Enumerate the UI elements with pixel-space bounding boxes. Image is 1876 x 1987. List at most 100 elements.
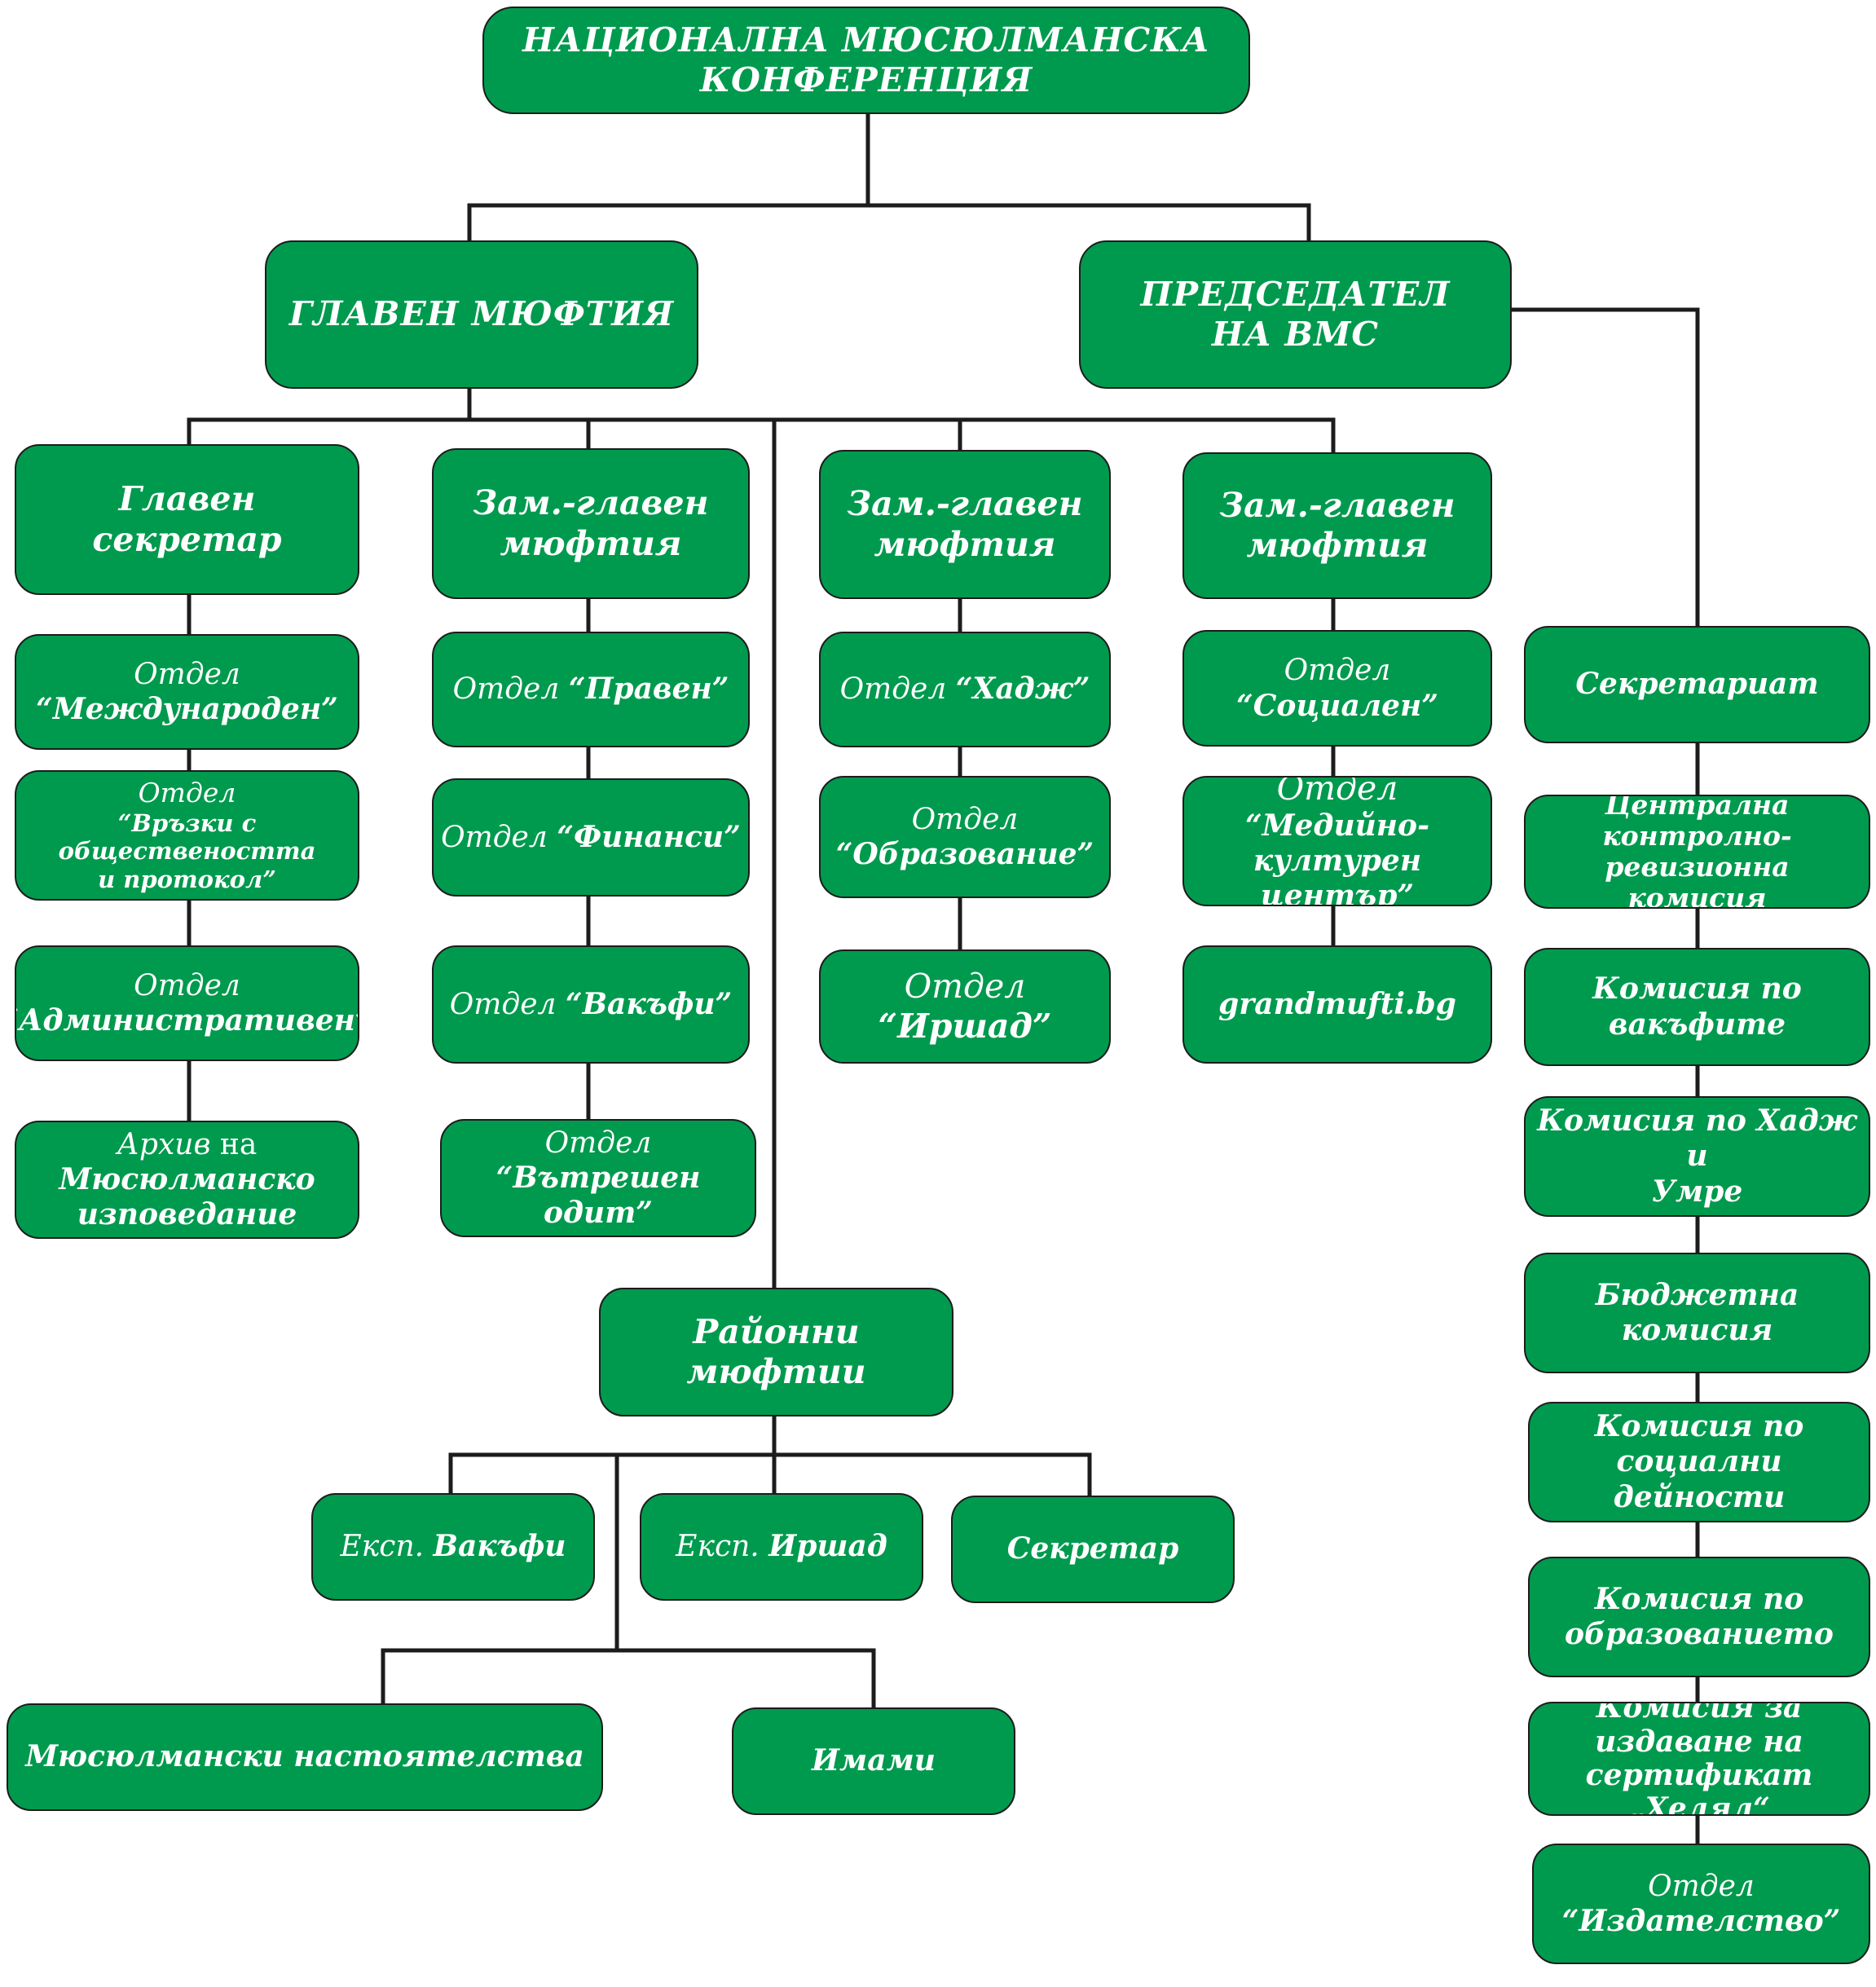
node-secretariat: Секретариат <box>1524 626 1870 743</box>
node-deputy-mufti-2-line2: мюфтия <box>874 524 1056 564</box>
node-dept-hajj-line1: Отдел “Хадж” <box>840 672 1090 707</box>
node-archive-word-archive: Архив <box>117 1127 211 1161</box>
node-dept-administrative-line1: Отдел <box>134 968 240 1002</box>
node-dept-administrative-line2: “Административен” <box>15 1003 359 1038</box>
node-dept-administrative: Отдел “Административен” <box>15 945 359 1061</box>
node-dept-finance: Отдел “Финанси” <box>432 778 750 897</box>
node-grand-mufti-office-line1: ГЛАВЕН МЮФТИЯ <box>288 294 675 334</box>
connector-chairman-right <box>1509 307 1700 628</box>
node-website-line1: grandmufti.bg <box>1218 986 1456 1021</box>
node-archive-line3: изповедание <box>77 1197 297 1232</box>
node-dept-publishing-line2: “Издателство” <box>1561 1904 1841 1938</box>
node-expert-irshad-line1: Експ. Иршад <box>676 1529 887 1564</box>
node-central-audit-commission-line1: Централна <box>1605 795 1790 822</box>
node-dept-finance-line1: Отдел “Финанси” <box>441 820 741 855</box>
node-dept-social: Отдел “Социален” <box>1182 630 1492 747</box>
node-commission-social: Комисия по социални дейности <box>1528 1402 1870 1522</box>
node-central-audit-commission: Централна контролно- ревизионна комисия <box>1524 795 1870 909</box>
node-commission-budget-line1: Бюджетна комисия <box>1595 1277 1799 1347</box>
node-commission-education-line1: Комисия по <box>1594 1581 1804 1616</box>
node-chairman-line1: ПРЕДСЕДАТЕЛ <box>1140 274 1451 314</box>
node-archive-line2: Мюсюлманско <box>59 1161 315 1196</box>
node-archive-word-of: на <box>210 1127 258 1161</box>
node-commission-hajj-umrah: Комисия по Хадж и Умре <box>1524 1096 1870 1217</box>
node-imams: Имами <box>732 1707 1015 1815</box>
node-secretary: Секретар <box>951 1496 1235 1603</box>
node-dept-international-line1: Отдел <box>134 657 240 691</box>
node-archive: Архив на Мюсюлманско изповедание <box>15 1121 359 1239</box>
node-commission-social-line1: Комисия по социални <box>1594 1409 1804 1479</box>
node-dept-waqf-line1: Отдел “Вакъфи” <box>450 987 733 1022</box>
node-dept-irshad: Отдел “Иршад” <box>819 949 1111 1064</box>
node-commission-halal-line3: сертификат „Хелял“ <box>1585 1758 1813 1816</box>
node-dept-internal-audit-line2: “Вътрешен одит” <box>495 1160 701 1231</box>
node-expert-waqf-name: Вакъфи <box>433 1529 566 1564</box>
node-deputy-mufti-2: Зам.-главен мюфтия <box>819 450 1111 599</box>
node-dept-international: Отдел “Международен” <box>15 634 359 750</box>
node-deputy-mufti-1: Зам.-главен мюфтия <box>432 448 750 599</box>
node-commission-hajj-umrah-line1: Комисия по Хадж и <box>1537 1104 1857 1174</box>
node-dept-waqf-name: “Вакъфи” <box>565 986 733 1021</box>
node-deputy-mufti-1-line1: Зам.-главен <box>473 483 709 523</box>
node-dept-education-line2: “Образование” <box>835 837 1094 871</box>
node-dept-hajj-name: “Хадж” <box>955 672 1090 707</box>
node-expert-waqf: Експ. Вакъфи <box>311 1493 595 1601</box>
node-central-audit-commission-line3: ревизионна комисия <box>1605 851 1790 909</box>
node-dept-public-relations-line3: и протокол” <box>98 866 276 894</box>
node-chief-secretary: Главен секретар <box>15 444 359 595</box>
node-dept-public-relations-line2: “Връзки с обществеността <box>58 808 316 866</box>
node-commission-budget: Бюджетна комисия <box>1524 1253 1870 1373</box>
node-dept-irshad-name: “Иршад” <box>878 1007 1052 1046</box>
node-dept-publishing: Отдел “Издателство” <box>1532 1844 1870 1964</box>
node-dept-internal-audit: Отдел “Вътрешен одит” <box>440 1119 756 1237</box>
node-expert-waqf-line1: Експ. Вакъфи <box>341 1529 566 1564</box>
node-dept-waqf-prefix: Отдел <box>449 987 566 1021</box>
node-dept-internal-audit-line1: Отдел <box>544 1126 652 1160</box>
node-conference-line2: КОНФЕРЕНЦИЯ <box>699 60 1033 99</box>
node-muslim-boards: Мюсюлмански настоятелства <box>7 1703 603 1811</box>
node-conference-line1: НАЦИОНАЛНА МЮСЮЛМАНСКА <box>522 20 1210 59</box>
node-dept-legal-line1: Отдел “Правен” <box>453 672 729 707</box>
node-expert-irshad: Експ. Иршад <box>640 1493 923 1601</box>
node-dept-international-line2: “Международен” <box>36 692 338 726</box>
node-dept-education: Отдел “Образование” <box>819 776 1111 898</box>
node-commission-education: Комисия по образованието <box>1528 1557 1870 1677</box>
node-dept-publishing-line1: Отдел <box>1648 1869 1755 1903</box>
node-commission-halal-line2: издаване на <box>1595 1724 1803 1759</box>
node-dept-social-prefix: Отдел <box>1284 654 1391 688</box>
node-commission-social-line2: дейности <box>1613 1479 1786 1514</box>
node-chief-secretary-line1: Главен <box>118 479 256 519</box>
node-chief-secretary-line2: секретар <box>92 519 282 559</box>
node-website: grandmufti.bg <box>1182 945 1492 1064</box>
node-chairman: ПРЕДСЕДАТЕЛ НА ВМС <box>1079 240 1512 389</box>
node-dept-finance-prefix: Отдел <box>441 820 557 854</box>
node-dept-irshad-line1: Отдел “Иршад” <box>827 967 1103 1046</box>
node-commission-halal: Комисия за издаване на сертификат „Хелял… <box>1528 1702 1870 1816</box>
node-deputy-mufti-3: Зам.-главен мюфтия <box>1182 452 1492 599</box>
node-dept-media-culture: Отдел “Медийно-културен център” <box>1182 776 1492 906</box>
node-dept-legal: Отдел “Правен” <box>432 632 750 747</box>
node-dept-hajj-prefix: Отдел <box>839 672 956 707</box>
node-dept-media-culture-line3: център” <box>1260 879 1415 906</box>
node-conference: НАЦИОНАЛНА МЮСЮЛМАНСКА КОНФЕРЕНЦИЯ <box>482 7 1250 114</box>
node-dept-public-relations-line1: Отдел <box>138 777 236 808</box>
node-dept-legal-name: “Правен” <box>568 672 729 707</box>
node-grand-mufti-office: ГЛАВЕН МЮФТИЯ <box>265 240 698 389</box>
node-commission-waqf-line1: Комисия по вакъфите <box>1592 971 1802 1042</box>
node-dept-waqf: Отдел “Вакъфи” <box>432 945 750 1064</box>
node-imams-line1: Имами <box>812 1743 936 1778</box>
node-dept-hajj: Отдел “Хадж” <box>819 632 1111 747</box>
node-dept-education-line1: Отдел <box>911 802 1019 836</box>
node-regional-muftis-line1: Районни мюфтии <box>686 1311 866 1391</box>
node-expert-irshad-name: Иршад <box>768 1529 887 1564</box>
node-dept-media-culture-line1: Отдел <box>1276 776 1398 808</box>
node-expert-irshad-prefix: Експ. <box>676 1530 769 1564</box>
node-dept-social-name: “Социален” <box>1236 688 1438 723</box>
node-commission-waqf: Комисия по вакъфите <box>1524 948 1870 1066</box>
node-commission-hajj-umrah-line2: Умре <box>1651 1174 1743 1209</box>
node-expert-waqf-prefix: Експ. <box>340 1530 434 1564</box>
node-muslim-boards-line1: Мюсюлмански настоятелства <box>25 1739 584 1774</box>
node-deputy-mufti-1-line2: мюфтия <box>500 523 682 563</box>
node-regional-muftis: Районни мюфтии <box>599 1288 953 1416</box>
node-dept-finance-name: “Финанси” <box>557 819 741 854</box>
